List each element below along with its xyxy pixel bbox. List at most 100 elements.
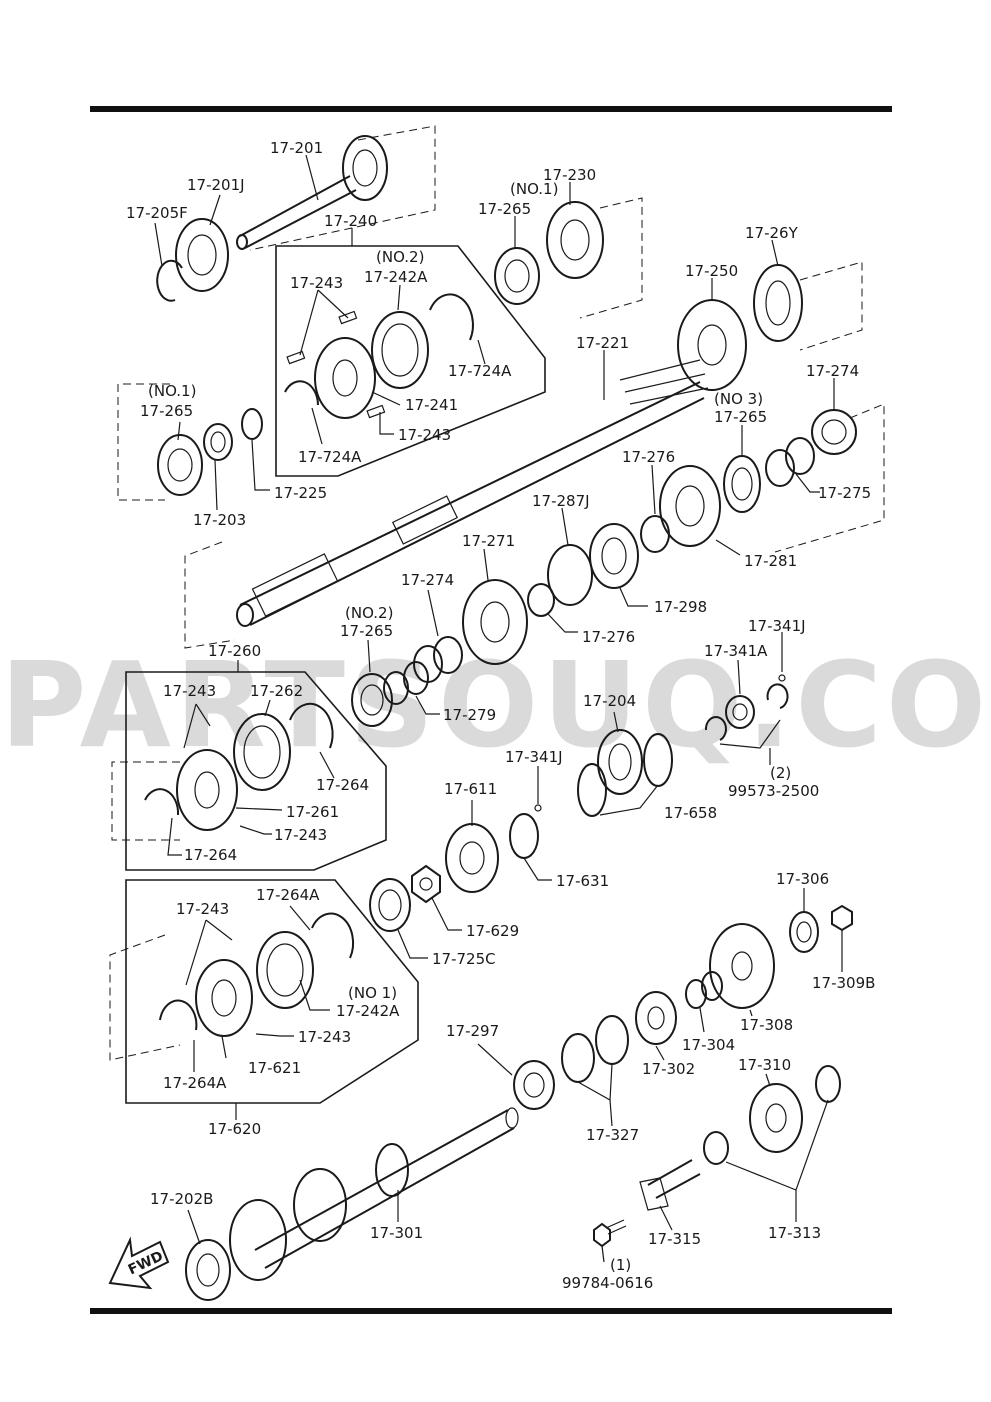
label-17-725C: 17-725C	[432, 950, 496, 968]
label-17-611: 17-611	[444, 780, 497, 798]
synchro-ring-17-262	[233, 713, 291, 791]
spring-17-264A-lower	[159, 999, 198, 1031]
gear-17-26Y	[753, 264, 803, 342]
fwd-arrow: FWD	[108, 1236, 170, 1290]
label-17-243-c: 17-243	[163, 682, 216, 700]
synchro-ring-17-265-no3	[723, 455, 761, 513]
label-17-287J: 17-287J	[532, 492, 590, 510]
label-17-308: 17-308	[740, 1016, 793, 1034]
washer-17-313-b	[703, 1131, 729, 1165]
shaft-17-315	[639, 1159, 701, 1211]
dashed-guides	[109, 125, 885, 1061]
mainshaft	[236, 359, 709, 627]
label-17-204: 17-204	[583, 692, 636, 710]
gear-17-611	[445, 823, 499, 893]
label-99784-0616: 99784-0616	[562, 1274, 653, 1292]
snap-ring-99573-2500	[704, 716, 727, 741]
label-17-205F: 17-205F	[126, 204, 188, 222]
shim-17-658-a	[643, 733, 673, 787]
label-17-327: 17-327	[586, 1126, 639, 1144]
label-17-276-b: 17-276	[582, 628, 635, 646]
ring-17-225	[241, 408, 263, 440]
synchro-ring-17-265-no1-left	[157, 434, 203, 496]
gear-17-230	[546, 201, 604, 279]
label-17-341J-b: 17-341J	[505, 748, 563, 766]
bearing-17-203	[203, 423, 233, 461]
key-17-243-b	[286, 350, 306, 365]
label-17-271: 17-271	[462, 532, 515, 550]
label-17-261: 17-261	[286, 803, 339, 821]
label-qty-1: (1)	[610, 1256, 631, 1274]
label-17-265-d: 17-265	[340, 622, 393, 640]
sleeve-17-279	[383, 661, 429, 705]
label-17-243-b: 17-243	[398, 426, 451, 444]
bearing-17-202B	[185, 1239, 231, 1301]
label-17-298: 17-298	[654, 598, 707, 616]
label-17-310: 17-310	[738, 1056, 791, 1074]
label-17-724A-b: 17-724A	[298, 448, 362, 466]
label-17-201: 17-201	[270, 139, 323, 157]
label-17-265-c: 17-265	[714, 408, 767, 426]
label-17-243-e: 17-243	[176, 900, 229, 918]
bearing-17-306	[789, 911, 819, 953]
assembly-box-17-260	[125, 671, 387, 871]
nut-17-341A	[725, 695, 755, 729]
ring-17-287J	[547, 544, 593, 606]
label-no1-b: (NO.1)	[148, 382, 196, 400]
bolt-99784-0616	[593, 1219, 627, 1248]
label-17-264A-b: 17-264A	[163, 1074, 227, 1092]
label-17-301: 17-301	[370, 1224, 423, 1242]
synchro-ring-17-242A	[371, 311, 429, 389]
label-17-243-a: 17-243	[290, 274, 343, 292]
label-17-240: 17-240	[324, 212, 377, 230]
spring-17-264A-upper	[311, 912, 355, 959]
shim-17-327-b	[561, 1033, 595, 1083]
sleeve-17-304	[685, 971, 723, 1009]
label-17-243-d: 17-243	[274, 826, 327, 844]
key-17-243-c	[366, 404, 386, 419]
label-no2-b: (NO.2)	[345, 604, 393, 622]
label-17-281: 17-281	[744, 552, 797, 570]
label-17-274-a: 17-274	[806, 362, 859, 380]
gear-17-310	[749, 1083, 803, 1153]
snap-ring-17-205F	[156, 259, 183, 302]
label-17-341J-a: 17-341J	[748, 617, 806, 635]
synchro-17-261	[176, 749, 238, 831]
label-no1-c: (NO 1)	[348, 984, 397, 1002]
label-17-262: 17-262	[250, 682, 303, 700]
bearing-17-298	[589, 523, 639, 589]
synchro-17-621	[195, 959, 253, 1037]
washer-17-313-a	[815, 1065, 841, 1103]
assembly-box-17-620	[125, 879, 419, 1104]
label-17-620: 17-620	[208, 1120, 261, 1138]
label-17-302: 17-302	[642, 1060, 695, 1078]
gear-17-308	[709, 923, 775, 1009]
nut-17-629	[411, 864, 441, 904]
spring-17-264-lower	[144, 788, 180, 816]
synchro-ring-17-265-no1-upper	[494, 247, 540, 305]
label-17-309B: 17-309B	[812, 974, 875, 992]
label-no3: (NO 3)	[714, 390, 763, 408]
label-17-264-b: 17-264	[184, 846, 237, 864]
label-17-242A-a: 17-242A	[364, 268, 428, 286]
label-17-315: 17-315	[648, 1230, 701, 1248]
synchro-ring-17-242A-no1	[256, 931, 314, 1009]
part-labels: 17-201 17-201J 17-205F 17-240 (NO.2) 17-…	[126, 139, 875, 1292]
bearing-17-201J	[175, 218, 229, 292]
label-17-306: 17-306	[776, 870, 829, 888]
label-17-201J: 17-201J	[187, 176, 245, 194]
nut-17-309B	[831, 904, 853, 932]
synchro-17-241	[314, 337, 376, 419]
shim-17-327-a	[595, 1015, 629, 1065]
label-17-225: 17-225	[274, 484, 327, 502]
shim-17-658-b	[577, 763, 607, 817]
snap-ring-17-341J-right	[766, 683, 789, 709]
gear-17-281	[659, 465, 721, 547]
label-17-274-b: 17-274	[401, 571, 454, 589]
bearing-17-204	[597, 729, 643, 795]
washer-17-276-lower	[527, 583, 555, 617]
label-17-724A-a: 17-724A	[448, 362, 512, 380]
synchro-ring-17-725C	[369, 878, 411, 932]
input-shaft	[236, 135, 388, 250]
